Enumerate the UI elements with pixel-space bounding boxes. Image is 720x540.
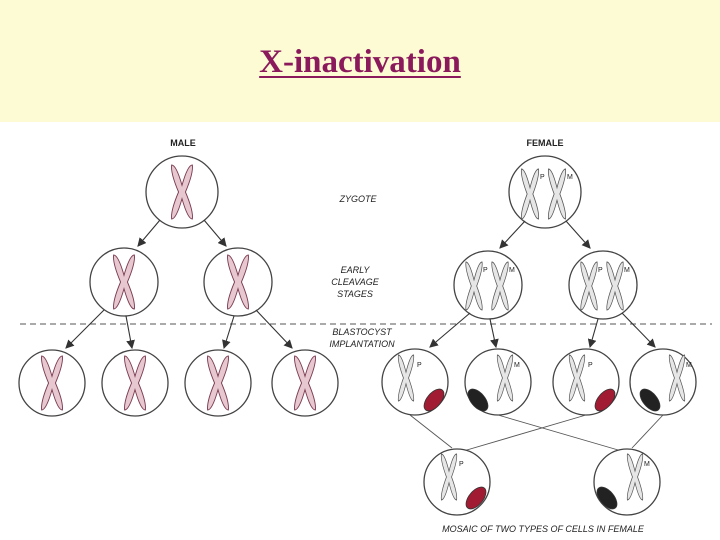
barr-body bbox=[423, 388, 445, 412]
mosaic-lines bbox=[409, 414, 664, 453]
male-early-cell-1 bbox=[89, 247, 159, 317]
stage-early-label-1: EARLY bbox=[341, 265, 371, 275]
slide-title: X-inactivation bbox=[259, 44, 461, 80]
barr-body bbox=[639, 388, 661, 412]
stage-early-label-3: STAGES bbox=[337, 289, 373, 299]
female-blast-cell-3: P bbox=[552, 348, 620, 416]
female-label: FEMALE bbox=[527, 138, 564, 148]
female-early-cell-1: P M bbox=[453, 250, 523, 320]
paternal-mark: P bbox=[417, 362, 422, 369]
barr-body bbox=[467, 388, 489, 412]
mosaic-cell-paternal: P bbox=[423, 448, 491, 516]
male-blast-cell-2 bbox=[101, 349, 169, 417]
female-blast-cell-1: P bbox=[381, 348, 449, 416]
female-blast-cell-4: M bbox=[629, 348, 697, 416]
female-zygote-cell: P M bbox=[508, 155, 582, 229]
barr-body bbox=[594, 388, 616, 412]
mosaic-cell-maternal: M bbox=[593, 448, 661, 516]
paternal-mark: P bbox=[598, 267, 603, 274]
maternal-mark: M bbox=[567, 174, 573, 181]
maternal-mark: M bbox=[624, 267, 630, 274]
stage-zygote-label: ZYGOTE bbox=[338, 194, 377, 204]
male-blast-cell-3 bbox=[184, 349, 252, 417]
female-early-cell-2: P M bbox=[568, 250, 638, 320]
maternal-mark: M bbox=[686, 362, 692, 369]
female-blast-cell-2: M bbox=[464, 348, 532, 416]
mosaic-caption: MOSAIC OF TWO TYPES OF CELLS IN FEMALE bbox=[442, 524, 645, 534]
barr-body bbox=[465, 486, 487, 510]
male-arrows bbox=[65, 219, 293, 350]
maternal-mark: M bbox=[644, 461, 650, 468]
maternal-mark: M bbox=[514, 362, 520, 369]
male-blast-cell-4 bbox=[271, 349, 339, 417]
x-inactivation-diagram: MALE ZYGOTE EARLY CLEAVAGE bbox=[18, 138, 712, 534]
paternal-mark: P bbox=[540, 174, 545, 181]
stage-blastocyst-label-2: IMPLANTATION bbox=[329, 339, 395, 349]
stage-early-label-2: CLEAVAGE bbox=[331, 277, 380, 287]
slide-header: X-inactivation bbox=[0, 0, 720, 122]
stage-blastocyst-label-1: BLASTOCYST bbox=[332, 327, 393, 337]
male-blast-cell-1 bbox=[18, 349, 86, 417]
paternal-mark: P bbox=[459, 461, 464, 468]
paternal-mark: P bbox=[588, 362, 593, 369]
barr-body bbox=[596, 486, 618, 510]
male-early-cell-2 bbox=[203, 247, 273, 317]
maternal-mark: M bbox=[509, 267, 515, 274]
male-label: MALE bbox=[170, 138, 196, 148]
paternal-mark: P bbox=[483, 267, 488, 274]
male-zygote-cell bbox=[145, 155, 219, 229]
female-arrows bbox=[429, 220, 656, 349]
